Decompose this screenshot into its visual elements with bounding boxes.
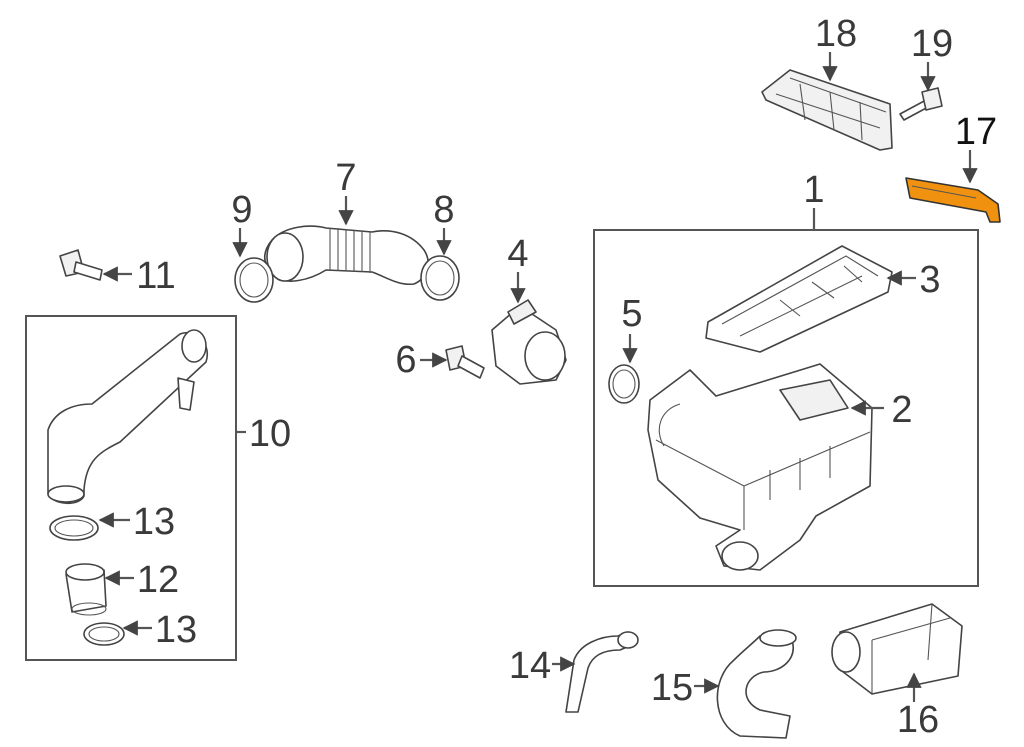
callout-12: 12 <box>137 559 179 601</box>
part-9-clamp[interactable] <box>234 257 274 303</box>
air-cleaner-group-box <box>593 229 979 587</box>
callout-10: 10 <box>249 413 291 455</box>
callout-7: 7 <box>335 157 356 199</box>
callout-4: 4 <box>507 233 528 275</box>
callout-19: 19 <box>911 23 953 65</box>
callout-13-upper: 13 <box>133 501 175 543</box>
callout-6: 6 <box>395 339 416 381</box>
callout-11: 11 <box>136 255 175 297</box>
part-12-coupler[interactable] <box>65 563 107 616</box>
callout-5: 5 <box>621 293 642 335</box>
part-10-intake-tube[interactable] <box>47 329 209 505</box>
callout-labels: 18 19 17 1 3 2 5 4 6 7 8 9 11 10 13 12 1… <box>133 13 997 741</box>
part-15-elbow-hose[interactable] <box>716 629 797 739</box>
part-16-resonator-duct[interactable] <box>831 603 963 695</box>
part-18-cover[interactable] <box>761 69 893 151</box>
part-14-hose[interactable] <box>565 631 639 713</box>
callout-17: 17 <box>955 111 997 153</box>
leader-lines <box>98 52 978 702</box>
part-2-air-cleaner-box[interactable] <box>647 363 873 571</box>
part-5-o-ring[interactable] <box>608 364 640 404</box>
callout-15: 15 <box>651 667 693 709</box>
part-4-maf-sensor[interactable] <box>491 299 567 385</box>
part-8-clamp[interactable] <box>420 255 460 301</box>
part-13-clamp-upper[interactable] <box>49 515 99 541</box>
part-13-clamp-lower[interactable] <box>83 622 125 646</box>
callout-2: 2 <box>891 389 912 431</box>
callout-16: 16 <box>897 699 939 741</box>
part-19-bolt[interactable] <box>899 87 943 121</box>
part-7-intake-hose[interactable] <box>263 225 429 286</box>
callout-14: 14 <box>509 645 551 687</box>
part-17-seal-highlighted[interactable] <box>905 177 1001 223</box>
callout-1: 1 <box>803 169 824 211</box>
callout-13-lower: 13 <box>155 609 197 651</box>
callout-18: 18 <box>815 13 857 55</box>
part-3-cover[interactable] <box>705 245 893 353</box>
part-6-bolt[interactable] <box>445 345 485 379</box>
callout-9: 9 <box>231 189 252 231</box>
callout-8: 8 <box>433 189 454 231</box>
part-11-bolt[interactable] <box>59 249 103 281</box>
callout-3: 3 <box>919 259 940 301</box>
intake-tube-group-box <box>25 315 237 661</box>
